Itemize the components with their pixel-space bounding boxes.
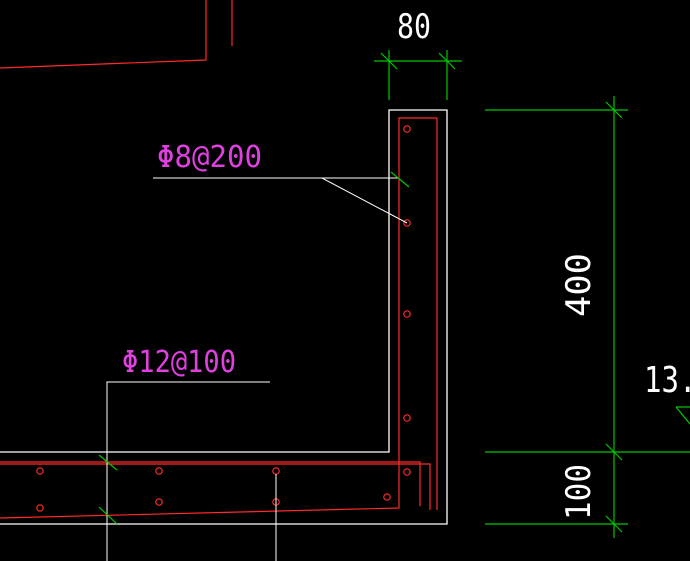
rebar-label-vertical: Φ8@200 xyxy=(157,140,262,175)
dim-top-tick-right xyxy=(438,52,456,70)
vertical-rebar-inner xyxy=(0,117,437,519)
dim-right-tick-top xyxy=(605,101,623,119)
rebar-dot xyxy=(403,219,411,227)
adjacent-detail-fragment xyxy=(0,0,233,69)
horizontal-rebar-second xyxy=(0,463,431,510)
elevation-triangle-side xyxy=(675,406,690,425)
dimension-right xyxy=(485,96,690,538)
rebar-dot xyxy=(36,504,44,512)
rebar-dot xyxy=(383,493,391,501)
tick-mark xyxy=(98,454,118,471)
dimension-top xyxy=(374,50,462,100)
rebar-dot xyxy=(403,125,411,133)
outline-inner-edge xyxy=(0,109,448,525)
dim-top-label: 80 xyxy=(397,7,431,47)
dim-right-tick-mid xyxy=(605,443,623,461)
dim-top-tick-left xyxy=(380,52,398,70)
rebar-lines xyxy=(0,117,438,519)
tick-mark xyxy=(98,506,118,525)
rebar-tick-marks xyxy=(98,171,410,525)
rebar-dot xyxy=(36,467,44,475)
rebar-dot xyxy=(403,414,411,422)
rebar-label-horizontal: Φ12@100 xyxy=(122,345,236,380)
rebar-dot xyxy=(403,310,411,318)
rebar-dot xyxy=(403,468,411,476)
elevation-marker xyxy=(675,406,690,425)
dim-bottom-label: 100 xyxy=(559,464,599,520)
tick-mark xyxy=(390,171,410,188)
dim-vertical-label: 400 xyxy=(559,253,599,317)
adjacent-rebar-line xyxy=(0,0,207,69)
leader-rebar-horizontal xyxy=(106,381,270,561)
elevation-label: 13.5 xyxy=(644,360,690,401)
rebar-dot xyxy=(155,498,163,506)
rebar-dot xyxy=(155,467,163,475)
section-outline xyxy=(0,109,448,525)
dim-right-tick-bottom xyxy=(605,515,623,533)
horizontal-rebar-top xyxy=(0,461,421,506)
leader-lines xyxy=(106,177,408,561)
